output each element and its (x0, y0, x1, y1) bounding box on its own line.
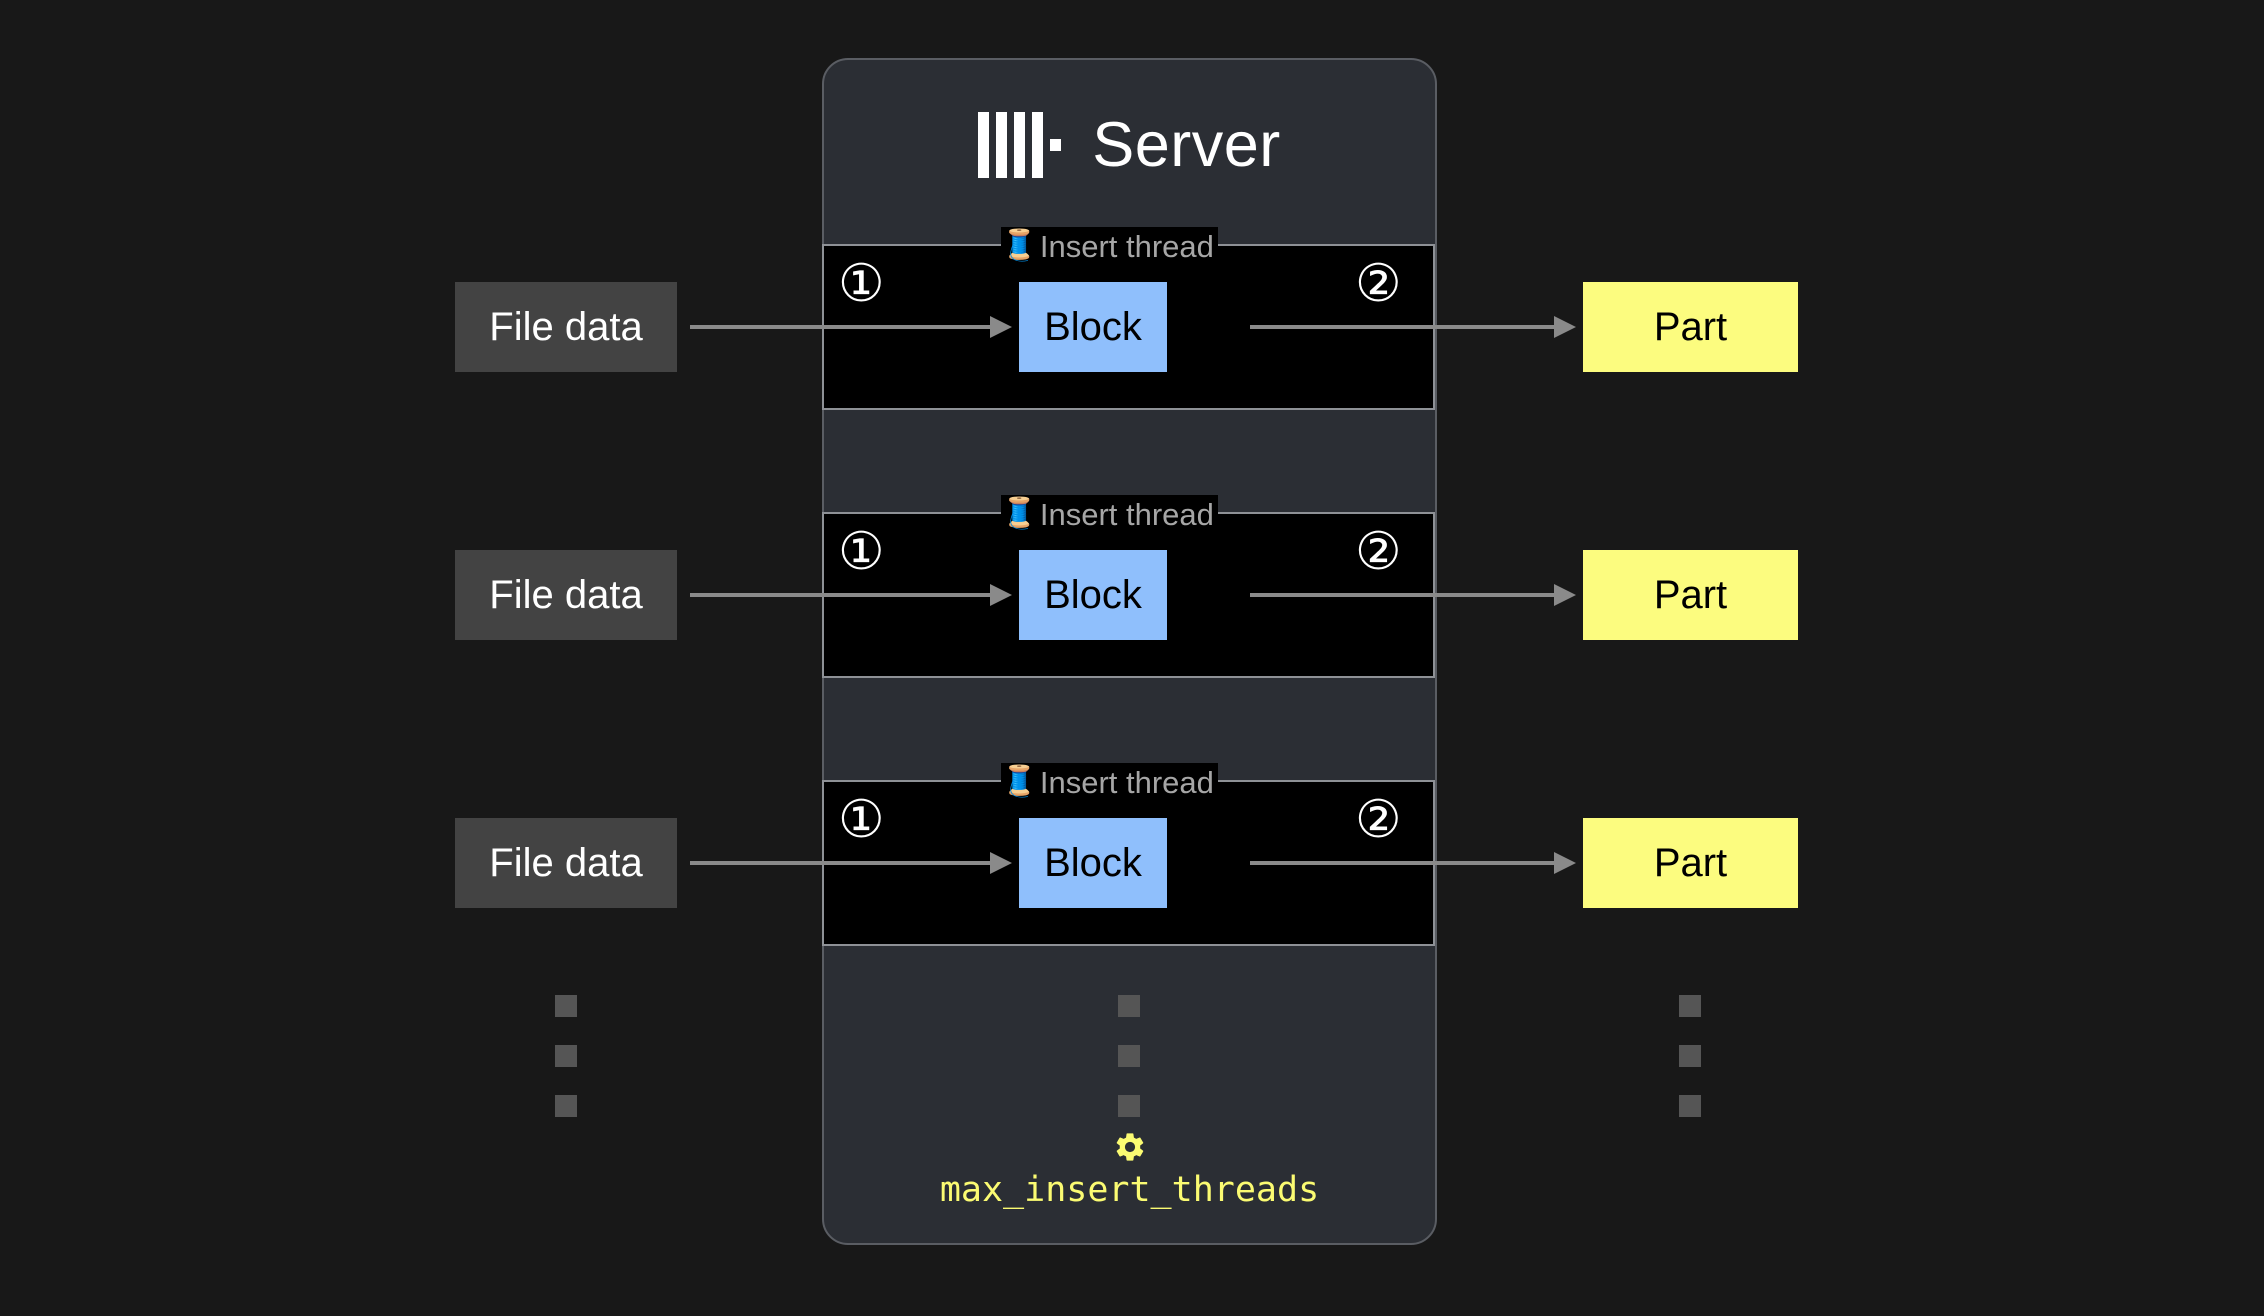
step-marker-in: ① (838, 522, 885, 582)
arrow-shaft (690, 861, 990, 865)
ellipsis-threads (1118, 995, 1140, 1117)
block-box: Block (1019, 818, 1167, 908)
arrow-file-to-block (690, 583, 1012, 607)
insert-thread-label-text: Insert thread (1039, 496, 1214, 532)
thread-spool-icon: 🧵 (1000, 497, 1038, 530)
arrow-head (1554, 316, 1576, 338)
arrow-block-to-part (1250, 851, 1576, 875)
step-marker-in: ① (838, 790, 885, 850)
arrow-head (1554, 584, 1576, 606)
arrow-head (990, 852, 1012, 874)
arrow-file-to-block (690, 315, 1012, 339)
ellipsis-square (1679, 1045, 1701, 1067)
arrow-file-to-block (690, 851, 1012, 875)
insert-thread-label: 🧵 Insert thread (1000, 227, 1218, 265)
ellipsis-square (555, 1045, 577, 1067)
block-box: Block (1019, 282, 1167, 372)
arrow-shaft (1250, 325, 1554, 329)
arrow-shaft (690, 593, 990, 597)
part-box: Part (1583, 818, 1798, 908)
gear-icon (1113, 1130, 1147, 1164)
insert-thread-label: 🧵 Insert thread (1000, 495, 1218, 533)
arrow-shaft (1250, 593, 1554, 597)
ellipsis-square (1679, 1095, 1701, 1117)
part-box: Part (1583, 550, 1798, 640)
ellipsis-square (1679, 995, 1701, 1017)
server-title: Server (1092, 109, 1281, 180)
file-data-box: File data (455, 550, 677, 640)
thread-spool-icon: 🧵 (1000, 765, 1038, 798)
file-data-box: File data (455, 818, 677, 908)
thread-spool-icon: 🧵 (1000, 229, 1038, 262)
file-data-box: File data (455, 282, 677, 372)
ellipsis-parts (1679, 995, 1701, 1117)
step-marker-in: ① (838, 254, 885, 314)
step-marker-out: ② (1355, 790, 1402, 850)
step-marker-out: ② (1355, 254, 1402, 314)
arrow-head (1554, 852, 1576, 874)
arrow-block-to-part (1250, 583, 1576, 607)
server-header: Server (822, 90, 1437, 200)
ellipsis-square (1118, 995, 1140, 1017)
setting-annotation: max_insert_threads (822, 1130, 1437, 1210)
part-box: Part (1583, 282, 1798, 372)
setting-name: max_insert_threads (939, 1170, 1320, 1210)
clickhouse-logo-icon (978, 112, 1070, 178)
ellipsis-square (1118, 1095, 1140, 1117)
ellipsis-square (555, 1095, 577, 1117)
insert-thread-label: 🧵 Insert thread (1000, 763, 1218, 801)
ellipsis-square (1118, 1045, 1140, 1067)
insert-thread-label-text: Insert thread (1039, 228, 1214, 264)
step-marker-out: ② (1355, 522, 1402, 582)
ellipsis-square (555, 995, 577, 1017)
arrow-head (990, 316, 1012, 338)
insert-thread-label-text: Insert thread (1039, 764, 1214, 800)
block-box: Block (1019, 550, 1167, 640)
ellipsis-file-data (555, 995, 577, 1117)
arrow-shaft (1250, 861, 1554, 865)
arrow-block-to-part (1250, 315, 1576, 339)
arrow-head (990, 584, 1012, 606)
arrow-shaft (690, 325, 990, 329)
insert-thread-box: 🧵 Insert thread (822, 227, 1435, 410)
